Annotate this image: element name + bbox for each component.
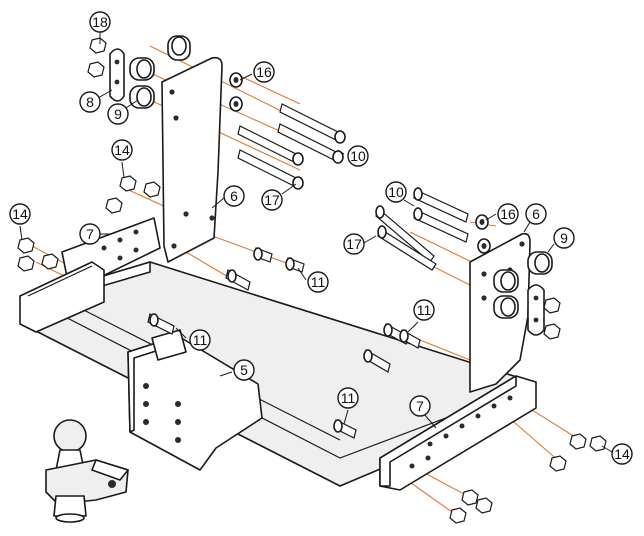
callout-9-right: 9 bbox=[553, 227, 575, 249]
spacer-tubes-left bbox=[87, 35, 191, 109]
svg-text:11: 11 bbox=[311, 274, 326, 290]
bolts-11-left bbox=[225, 247, 305, 291]
callout-7-left: 7 bbox=[79, 223, 101, 245]
side-bracket-left bbox=[161, 56, 223, 263]
callout-7-right: 7 bbox=[409, 395, 431, 417]
callout-14-left-upper: 14 bbox=[111, 139, 133, 161]
svg-text:16: 16 bbox=[256, 64, 272, 80]
svg-text:14: 14 bbox=[114, 142, 130, 158]
callout-11-lower: 11 bbox=[337, 387, 359, 409]
callout-11-beam: 11 bbox=[189, 329, 211, 351]
tow-ball bbox=[45, 419, 129, 523]
callout-8: 8 bbox=[79, 91, 101, 113]
callout-11-right: 11 bbox=[413, 299, 435, 321]
callout-9-left: 9 bbox=[107, 103, 129, 125]
long-bolts-10-left bbox=[237, 103, 346, 190]
callout-10-left: 10 bbox=[347, 145, 369, 167]
long-bolts-10-right bbox=[375, 187, 469, 271]
angle-plate-right bbox=[379, 375, 537, 491]
svg-text:17: 17 bbox=[264, 192, 280, 208]
callout-16-left: 16 bbox=[253, 61, 275, 83]
svg-text:14: 14 bbox=[12, 206, 28, 222]
svg-text:17: 17 bbox=[346, 236, 362, 252]
callout-6-right: 6 bbox=[525, 203, 547, 225]
callout-5: 5 bbox=[233, 359, 255, 381]
svg-text:18: 18 bbox=[92, 14, 108, 30]
svg-text:6: 6 bbox=[532, 206, 540, 222]
callout-18: 18 bbox=[89, 11, 111, 33]
svg-text:9: 9 bbox=[560, 230, 568, 246]
leader-lines bbox=[19, 30, 613, 453]
angle-plate-left bbox=[19, 217, 161, 333]
svg-text:10: 10 bbox=[388, 184, 404, 200]
callout-14-right: 14 bbox=[611, 443, 633, 465]
svg-text:16: 16 bbox=[500, 206, 516, 222]
callout-14-left-lower: 14 bbox=[9, 203, 31, 225]
svg-text:7: 7 bbox=[86, 226, 94, 242]
svg-text:5: 5 bbox=[240, 362, 248, 378]
washers-16-left bbox=[229, 72, 243, 112]
svg-text:7: 7 bbox=[416, 398, 424, 414]
nuts-14-right bbox=[449, 433, 607, 524]
callout-10-right: 10 bbox=[385, 181, 407, 203]
callout-17-left: 17 bbox=[261, 189, 283, 211]
svg-text:10: 10 bbox=[350, 148, 366, 164]
callout-16-right: 16 bbox=[497, 203, 519, 225]
callout-17-right: 17 bbox=[343, 233, 365, 255]
callout-11-left-bracket: 11 bbox=[307, 271, 329, 293]
callout-6-left: 6 bbox=[223, 185, 245, 207]
bolts-11-right bbox=[147, 313, 421, 439]
spacer-tubes-right bbox=[493, 251, 561, 340]
nuts-14-left bbox=[17, 175, 161, 272]
washers-16-right bbox=[475, 214, 491, 254]
svg-text:11: 11 bbox=[341, 390, 356, 406]
svg-text:11: 11 bbox=[417, 302, 432, 318]
svg-text:6: 6 bbox=[230, 188, 238, 204]
svg-text:8: 8 bbox=[86, 94, 94, 110]
svg-text:9: 9 bbox=[114, 106, 122, 122]
svg-text:14: 14 bbox=[614, 446, 630, 462]
svg-text:11: 11 bbox=[193, 332, 208, 348]
